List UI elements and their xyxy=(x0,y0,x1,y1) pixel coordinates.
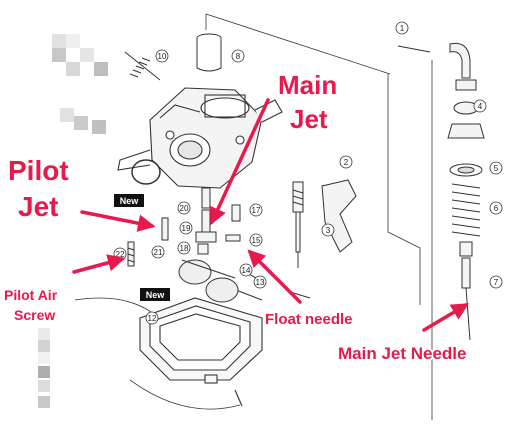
part-label-17 xyxy=(249,203,263,217)
part-8-slide-tube xyxy=(196,33,222,72)
part-18 xyxy=(197,243,209,255)
part-label-10 xyxy=(155,49,169,63)
new-badge-upper: New xyxy=(114,194,144,207)
part-num-13: 13 xyxy=(256,278,265,287)
part-label-21 xyxy=(151,245,165,259)
arrow-pilot-jet xyxy=(80,210,156,232)
part-10-spring xyxy=(124,51,161,81)
part-num-10: 10 xyxy=(158,52,167,61)
part-label-18 xyxy=(177,241,191,255)
blurred-watermark xyxy=(38,34,108,408)
part-19-main-jet xyxy=(201,209,211,233)
needle xyxy=(465,287,471,341)
frame-lines xyxy=(74,13,433,420)
callout-labels: Main Jet Pilot Jet Pilot Air Screw Float… xyxy=(2,68,469,365)
part-num-3: 3 xyxy=(326,226,331,235)
part-label-4 xyxy=(473,99,487,113)
part-label-8 xyxy=(231,49,245,63)
choke-assembly xyxy=(289,179,357,299)
part-label-1 xyxy=(395,21,409,35)
part-15 xyxy=(225,234,241,242)
part-num-12: 12 xyxy=(148,314,157,323)
part-num-14: 14 xyxy=(242,266,251,275)
part-num-22: 22 xyxy=(116,250,125,259)
o-ring xyxy=(131,159,161,185)
part-cap xyxy=(447,123,485,139)
part-num-6: 6 xyxy=(494,204,499,213)
part-number-labels xyxy=(113,21,503,325)
part-label-15 xyxy=(249,233,263,247)
part-6-spring xyxy=(451,183,481,237)
part-num-19: 19 xyxy=(182,224,191,233)
label-main-jet-line2: Jet xyxy=(290,104,328,134)
arrow-main-jet xyxy=(209,98,270,226)
part-num-18: 18 xyxy=(180,244,189,253)
part-label-7 xyxy=(489,275,503,289)
part-label-5 xyxy=(489,161,503,175)
part-label-13 xyxy=(253,275,267,289)
new-badge-lower-text: New xyxy=(146,290,166,300)
part-17 xyxy=(231,204,241,222)
label-main-jet-needle: Main Jet Needle xyxy=(338,344,467,363)
callout-arrows xyxy=(72,98,470,332)
arrow-float-needle xyxy=(247,249,302,304)
part-num-2: 2 xyxy=(344,158,349,167)
carburetor-body xyxy=(117,87,283,189)
part-label-2 xyxy=(339,155,353,169)
label-pilot-air-screw-line2: Screw xyxy=(14,307,55,323)
part-label-19 xyxy=(179,221,193,235)
new-badge-upper-text: New xyxy=(120,196,140,206)
needle-column xyxy=(397,42,485,341)
part-num-4: 4 xyxy=(478,102,483,111)
part-num-7: 7 xyxy=(494,278,499,287)
label-pilot-air-screw-line1: Pilot Air xyxy=(4,287,58,303)
float-bowl xyxy=(139,297,263,407)
arrow-main-jet-needle xyxy=(422,303,470,332)
new-badge-lower: New xyxy=(140,288,170,301)
part-num-20: 20 xyxy=(180,204,189,213)
float xyxy=(178,259,239,303)
part-label-12 xyxy=(145,311,159,325)
part-num-5: 5 xyxy=(494,164,499,173)
part-elbow xyxy=(449,42,471,79)
part-num-17: 17 xyxy=(252,206,261,215)
label-main-jet-line1: Main xyxy=(278,70,337,100)
label-pilot-jet-line2: Jet xyxy=(18,191,58,222)
part-label-6 xyxy=(489,201,503,215)
label-pilot-jet-line1: Pilot xyxy=(8,155,69,186)
part-num-21: 21 xyxy=(154,248,163,257)
jet-parts xyxy=(127,187,263,301)
part-1-cable xyxy=(397,45,431,53)
part-label-20 xyxy=(177,201,191,215)
part-num-15: 15 xyxy=(252,236,261,245)
part-label-3 xyxy=(321,223,335,237)
part-num-8: 8 xyxy=(236,52,241,61)
part-13 xyxy=(235,289,263,301)
label-float-needle: Float needle xyxy=(265,311,353,328)
part-21-pilot-jet xyxy=(161,217,169,241)
part-num-1: 1 xyxy=(400,24,405,33)
arrow-pilot-air-screw xyxy=(72,254,126,274)
part-7-clip xyxy=(459,241,473,257)
